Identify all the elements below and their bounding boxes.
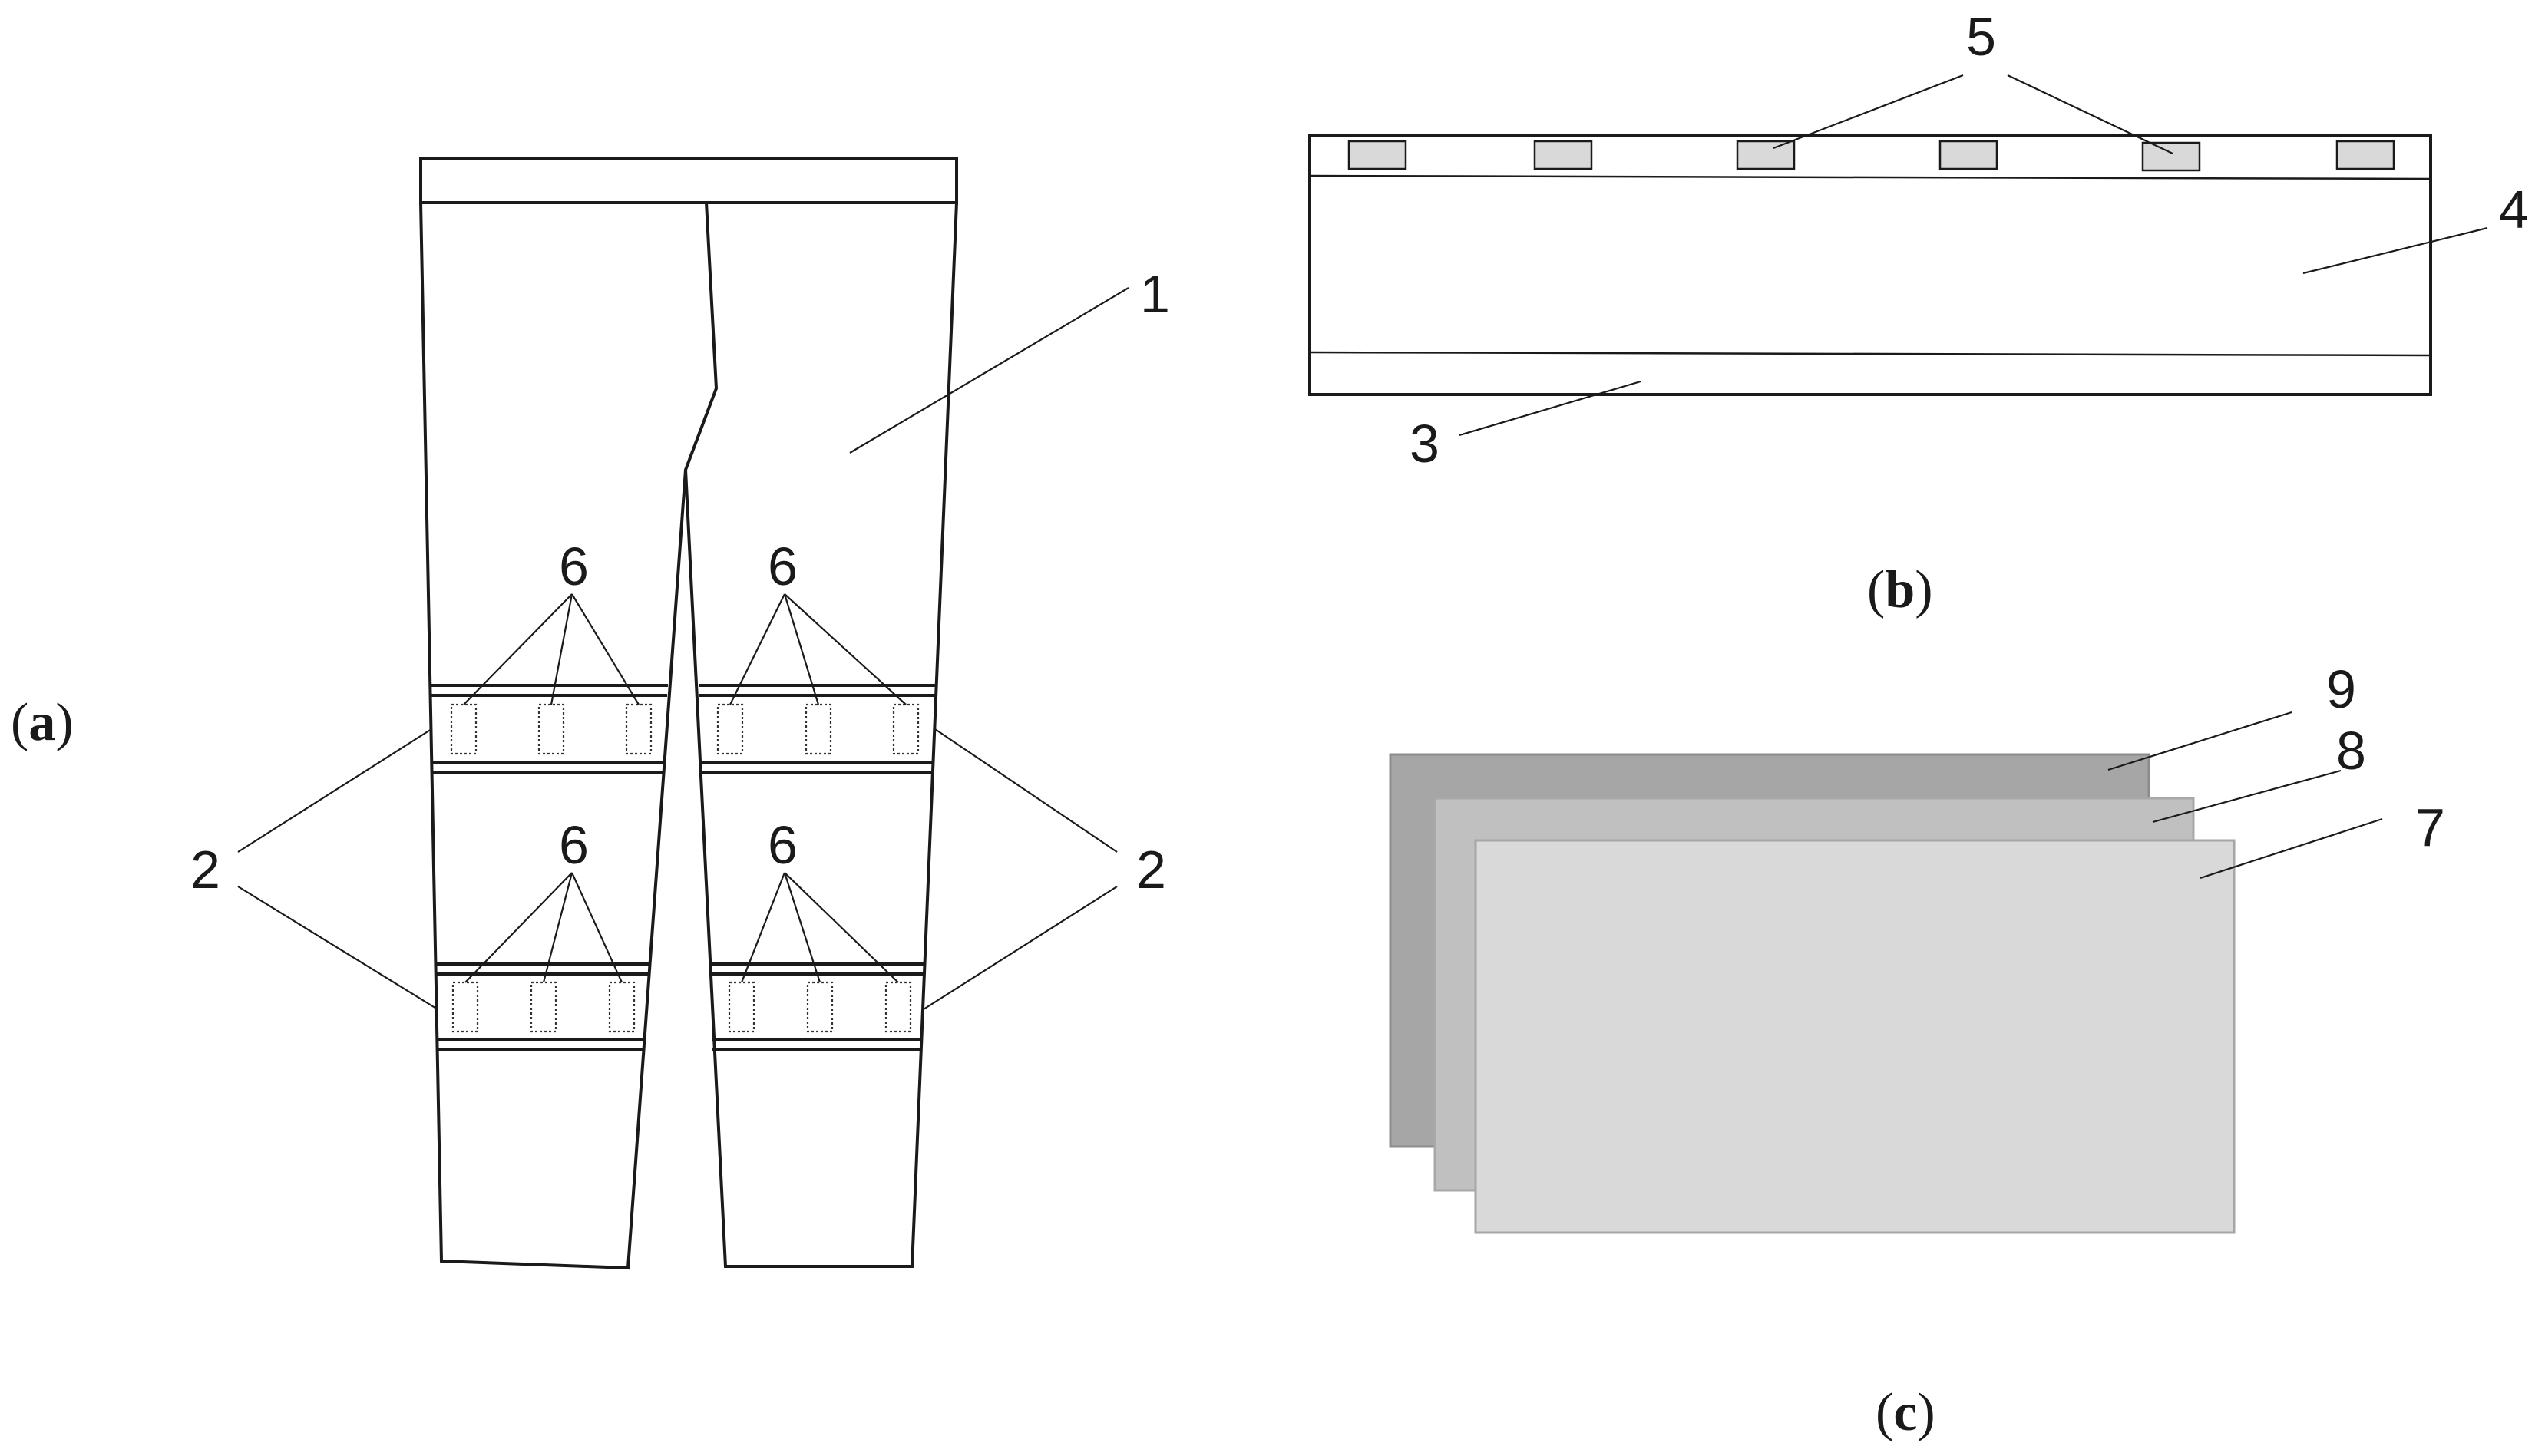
panel-label-a: (a) — [11, 693, 74, 752]
label-9: 9 — [2326, 659, 2356, 719]
layer-7 — [1474, 839, 2236, 1234]
label-8: 8 — [2336, 721, 2366, 781]
sensors-upper-left — [450, 703, 653, 755]
leaders-panel-c — [2107, 711, 2383, 880]
label-6-upper-left: 6 — [559, 537, 589, 596]
trousers-drawing: 1 6 6 6 6 2 2 (a) — [11, 157, 1170, 1270]
label-6-lower-left: 6 — [559, 815, 589, 875]
sensors-lower-right — [728, 981, 912, 1033]
label-6-lower-right: 6 — [768, 815, 798, 875]
sensors-lower-left — [451, 981, 636, 1033]
lower-band-left — [437, 962, 649, 1051]
left-leg-outline — [419, 202, 719, 1270]
label-6-upper-right: 6 — [768, 537, 798, 596]
right-leg-outline — [684, 202, 958, 1268]
sensors-upper-right — [716, 703, 920, 755]
panel-label-b: (b) — [1867, 560, 1933, 619]
label-3: 3 — [1410, 414, 1439, 474]
label-5: 5 — [1966, 7, 1996, 67]
label-7: 7 — [2415, 797, 2445, 857]
leaders-panel-a — [237, 287, 1129, 1010]
label-2-left: 2 — [190, 840, 220, 900]
leaders-panel-b — [1459, 74, 2488, 437]
layers-drawing: 9 8 7 (c) — [1389, 659, 2445, 1442]
label-4: 4 — [2499, 180, 2529, 239]
band-outline — [1308, 134, 2432, 396]
label-2-right: 2 — [1136, 840, 1166, 900]
panel-label-c: (c) — [1876, 1383, 1935, 1442]
sensors-5 — [1347, 140, 2395, 172]
band-inner-top — [1309, 174, 2431, 180]
upper-band-left — [431, 684, 668, 774]
waistband — [419, 157, 958, 204]
band-inner-bottom — [1309, 351, 2431, 357]
label-1: 1 — [1140, 264, 1170, 324]
band-section-drawing: 5 4 3 (b) — [1308, 7, 2529, 619]
